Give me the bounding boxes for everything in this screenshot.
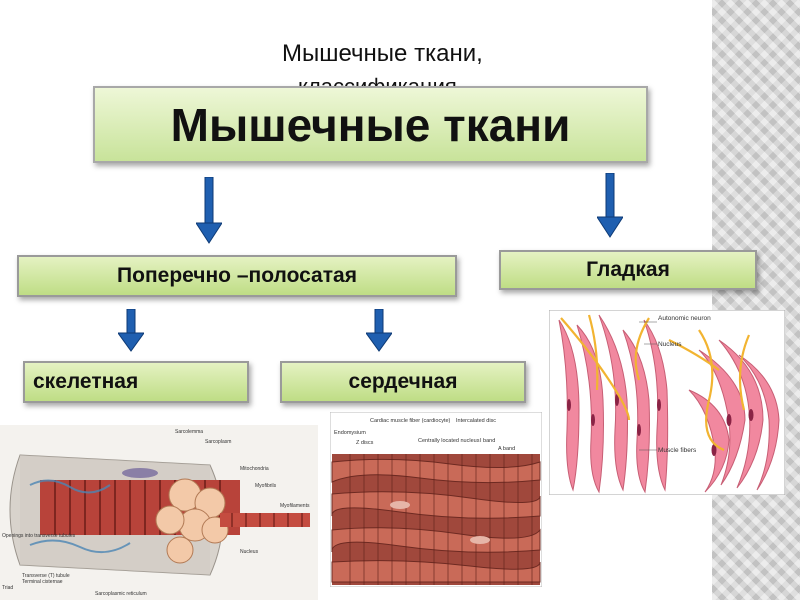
label-triad: Triad <box>2 585 13 591</box>
label-endomysium: Endomysium <box>334 430 366 436</box>
label-z-discs: Z discs <box>356 440 374 446</box>
node-striated: Поперечно –полосатая <box>17 255 457 297</box>
skeletal-muscle-illustration: Sarcolemma Sarcoplasm Mitochondria Myofi… <box>0 425 318 600</box>
label-a-band: A band <box>498 446 515 452</box>
arrow-down-icon <box>196 177 222 244</box>
label-t-tubule: Transverse (T) tubule <box>22 573 70 579</box>
label-sarcoplasmic-reticulum: Sarcoplasmic reticulum <box>95 591 147 597</box>
label-nucleus: Nucleus <box>658 341 682 348</box>
slide-subtitle: классификация <box>298 74 457 88</box>
label-mitochondria: Mitochondria <box>240 466 269 472</box>
label-i-band: I band <box>480 438 495 444</box>
label-myofilaments: Myofilaments <box>280 503 310 509</box>
root-node-muscle-tissues: Мышечные ткани <box>93 86 648 163</box>
label-openings: Openings into transverse tubules <box>2 533 76 539</box>
node-skeletal: скелетная <box>23 361 249 403</box>
label-central-nucleus: Centrally located nucleus <box>418 438 480 444</box>
label-muscle-fibers: Muscle fibers <box>658 447 697 454</box>
node-cardiac: сердечная <box>280 361 526 403</box>
label-cardiac-fiber: Cardiac muscle fiber (cardiocyte) <box>370 418 451 424</box>
slide-title: Мышечные ткани, <box>282 40 483 67</box>
label-autonomic-neuron: Autonomic neuron <box>658 315 711 322</box>
arrow-down-icon <box>366 309 392 352</box>
label-sarcoplasm: Sarcoplasm <box>205 439 231 445</box>
label-nucleus: Nucleus <box>240 549 259 555</box>
cardiac-muscle-illustration: Cardiac muscle fiber (cardiocyte) Interc… <box>330 412 542 587</box>
label-terminal-cisternae: Terminal cisternae <box>22 579 63 585</box>
arrow-down-icon <box>597 173 623 238</box>
label-sarcolemma: Sarcolemma <box>175 429 203 435</box>
arrow-down-icon <box>118 309 144 352</box>
node-smooth: Гладкая <box>499 250 757 290</box>
decorative-side-strip <box>712 0 800 600</box>
label-myofibrils: Myofibrils <box>255 483 277 489</box>
smooth-muscle-illustration: Autonomic neuron Nucleus Muscle fibers <box>549 310 785 495</box>
label-intercalated-disc: Intercalated disc <box>456 418 496 424</box>
